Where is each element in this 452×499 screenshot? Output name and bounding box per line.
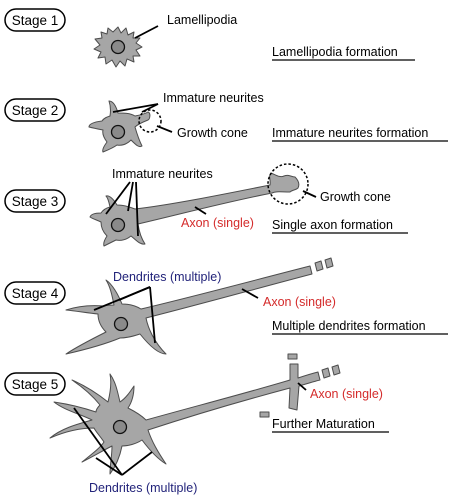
stage-3-badge: Stage 3 — [12, 194, 59, 209]
stage-4-axon-dash-1 — [315, 261, 323, 271]
lamellipodia-label: Lamellipodia — [167, 13, 237, 27]
stage-2-title: Immature neurites formation — [272, 126, 428, 140]
stage-3-axon-label: Axon (single) — [181, 216, 254, 230]
stage-4-dendrites-label: Dendrites (multiple) — [113, 270, 221, 284]
stage-5-title: Further Maturation — [272, 417, 375, 431]
stage-4-badge: Stage 4 — [12, 286, 59, 301]
stage-3-growth-cone-label: Growth cone — [320, 190, 391, 204]
stage-5-axon-dash-1 — [322, 368, 330, 378]
stage-2-group: Stage 2 Immature neurites Growth cone Im… — [5, 91, 448, 152]
stage-3-neurites-label: Immature neurites — [112, 167, 213, 181]
stage-5-group: Stage 5 Axon (single) Dendrites (multipl… — [5, 354, 389, 495]
stage-4-group: Stage 4 Dendrites (multiple) Axon (singl… — [5, 258, 448, 354]
stage-3-neurite-pointer-2 — [128, 182, 133, 211]
stage-3-nucleus — [112, 219, 125, 232]
stage-5-branch-dash-top — [288, 354, 297, 359]
stage-1-badge: Stage 1 — [12, 13, 59, 28]
stage-4-axon-label: Axon (single) — [263, 295, 336, 309]
stage-1-title: Lamellipodia formation — [272, 45, 398, 59]
stage-5-nucleus — [114, 421, 127, 434]
stage-4-nucleus — [115, 318, 128, 331]
stage-4-title: Multiple dendrites formation — [272, 319, 426, 333]
stage-2-neurites-label: Immature neurites — [163, 91, 264, 105]
stage-5-dendrites-label: Dendrites (multiple) — [89, 481, 197, 495]
stage-2-nucleus — [112, 126, 125, 139]
stage-2-badge: Stage 2 — [12, 103, 59, 118]
stage-2-growth-cone-pointer — [157, 126, 172, 132]
stage-5-dendrite-pointer-3 — [122, 452, 152, 475]
stage-5-badge: Stage 5 — [12, 377, 59, 392]
stage-4-dendrite-pointer-2 — [119, 287, 150, 300]
lamellipodia-pointer — [135, 26, 158, 38]
stage-3-group: Stage 3 Immature neurites Axon (single) … — [5, 164, 408, 246]
stage-5-branch-dash-bottom — [260, 412, 269, 417]
stage-3-cell — [90, 173, 299, 246]
stage-5-axon-label: Axon (single) — [310, 387, 383, 401]
stage-1-nucleus — [112, 41, 125, 54]
stage-5-axon-dash-2 — [332, 365, 340, 375]
stage-1-group: Stage 1 Lamellipodia Lamellipodia format… — [5, 9, 415, 67]
stage-2-growth-cone-label: Growth cone — [177, 126, 248, 140]
stage-3-title: Single axon formation — [272, 218, 393, 232]
stage-4-axon-dash-2 — [325, 258, 333, 268]
